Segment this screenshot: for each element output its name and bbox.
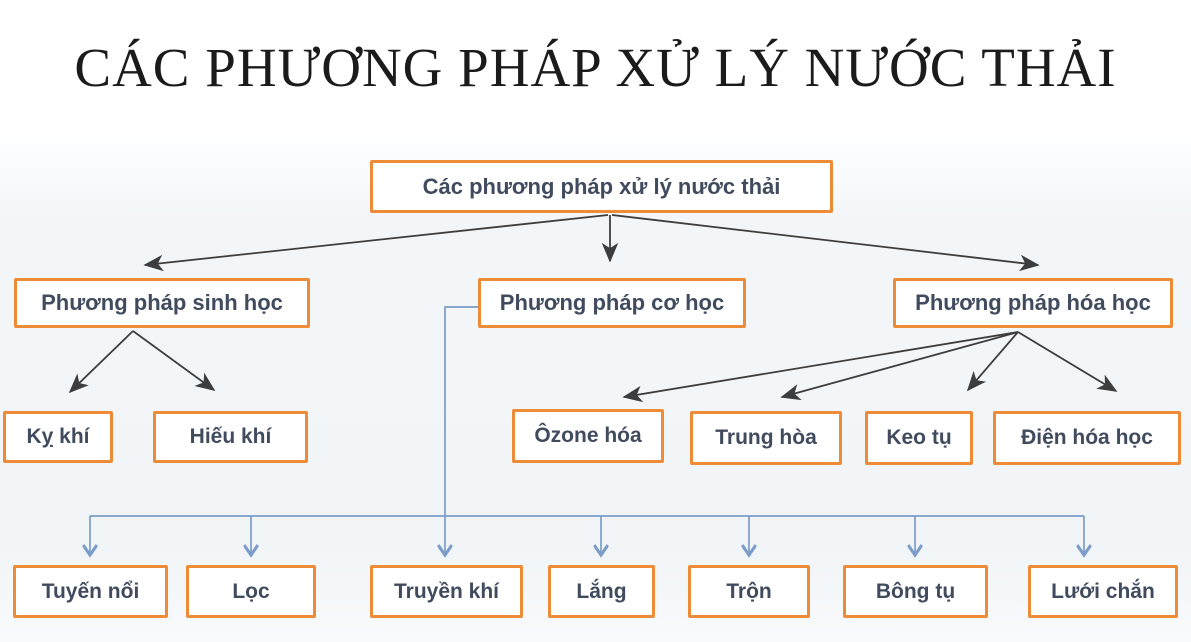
arrow-sinh-hoc-to-ky-khi [68,330,134,394]
node-loc: Lọc [186,565,316,618]
node-tron: Trộn [688,565,810,618]
node-ozone-hoa: Ôzone hóa [512,409,664,463]
blue-connectors [90,306,1084,555]
node-hieu-khi: Hiếu khí [153,411,308,463]
arrow-hoa-hoc-to-ozone-hoa [622,331,1019,403]
node-phuong-phap-hoa-hoc: Phương pháp hóa học [893,278,1173,328]
node-truyen-khi: Truyền khí [370,565,523,618]
node-tuyen-noi: Tuyến nổi [13,565,168,618]
node-keo-tu: Keo tụ [865,411,973,465]
node-lang: Lắng [548,565,655,618]
arrow-root-to-sinh-hoc [143,214,609,272]
node-trung-hoa: Trung hòa [690,411,842,465]
node-phuong-phap-co-hoc: Phương pháp cơ học [478,278,746,328]
node-dien-hoa-hoc: Điện hóa học [993,411,1181,465]
arrow-sinh-hoc-to-hieu-khi [132,330,216,391]
arrow-hoa-hoc-to-dien-hoa [1017,331,1118,392]
black-arrows [68,214,1118,403]
page-title: CÁC PHƯƠNG PHÁP XỬ LÝ NƯỚC THẢI [74,37,1117,98]
arrow-hoa-hoc-to-keo-tu [966,331,1019,392]
node-phuong-phap-sinh-hoc: Phương pháp sinh học [14,278,310,328]
connector-co-hoc-trunk [445,306,478,555]
arrow-root-to-hoa-hoc [611,214,1040,272]
node-root: Các phương pháp xử lý nước thải [370,160,833,213]
arrow-hoa-hoc-to-trung-hoa [780,331,1019,401]
node-bong-tu: Bông tụ [843,565,988,618]
node-ky-khi: Kỵ khí [3,411,113,463]
node-luoi-chan: Lưới chắn [1028,565,1178,618]
